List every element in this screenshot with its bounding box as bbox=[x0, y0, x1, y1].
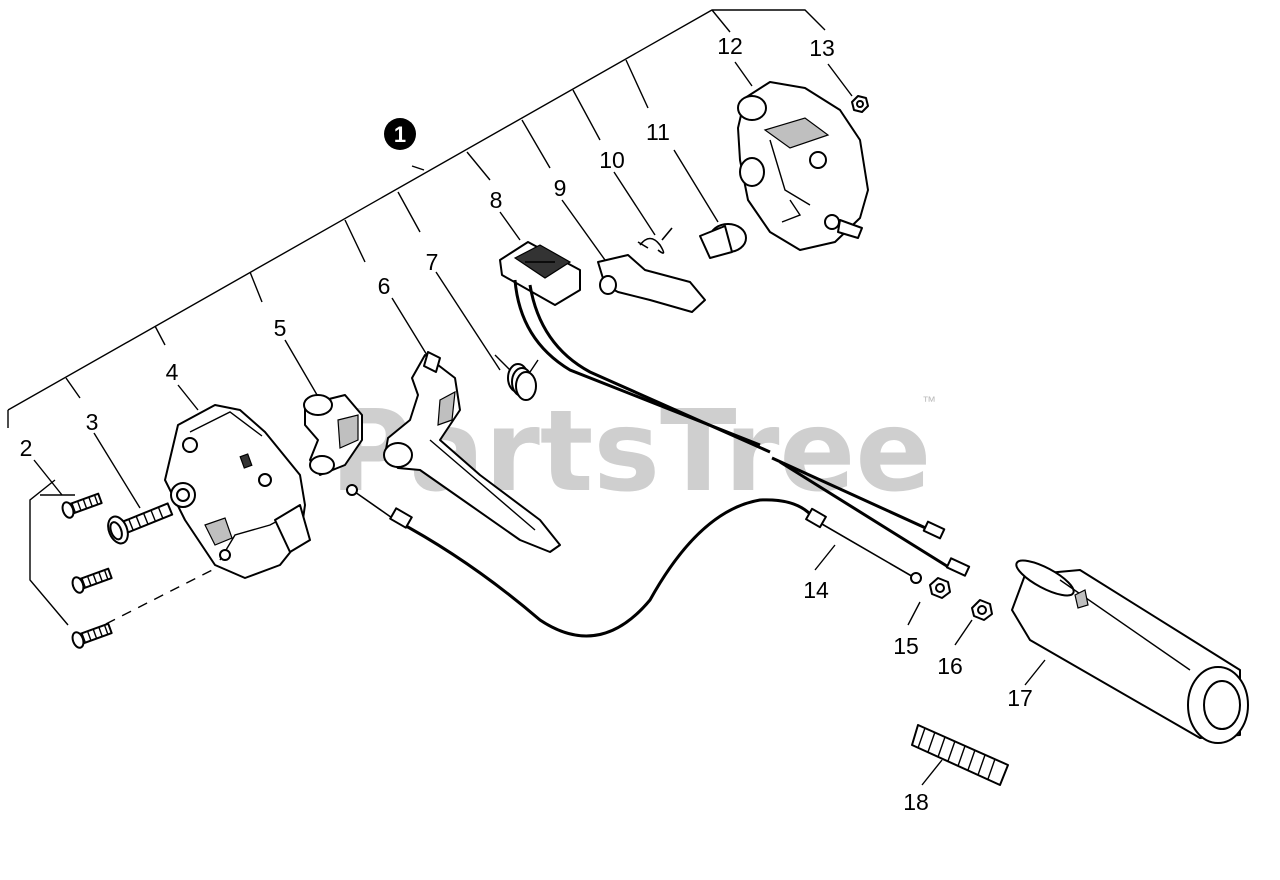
spring-part-7 bbox=[494, 354, 539, 401]
grip-part-17 bbox=[1011, 559, 1249, 744]
spring-part-18 bbox=[911, 724, 1009, 786]
callout-17: 17 bbox=[1007, 685, 1033, 711]
callout-14: 14 bbox=[803, 577, 829, 603]
switch-wires bbox=[513, 279, 971, 577]
housing-part-12 bbox=[737, 81, 869, 251]
knob-part-11 bbox=[699, 223, 747, 259]
callout-7: 7 bbox=[426, 249, 439, 275]
callout-4: 4 bbox=[166, 359, 179, 385]
callout-5: 5 bbox=[274, 315, 287, 341]
assembly-marker: 1 bbox=[384, 118, 416, 150]
assembly-marker-label: 1 bbox=[394, 122, 406, 147]
screw-part-2 bbox=[61, 492, 113, 649]
callout-15: 15 bbox=[893, 633, 919, 659]
leader-lines bbox=[33, 61, 1046, 786]
nut-part-15 bbox=[929, 577, 951, 599]
callout-16: 16 bbox=[937, 653, 963, 679]
watermark-trademark: ™ bbox=[922, 393, 936, 409]
nut-part-13 bbox=[851, 95, 869, 113]
callout-13: 13 bbox=[809, 35, 835, 61]
callout-3: 3 bbox=[86, 409, 99, 435]
callout-2: 2 bbox=[20, 435, 33, 461]
switch-part-8 bbox=[499, 241, 581, 306]
callout-9: 9 bbox=[554, 175, 567, 201]
assembly-bracket bbox=[7, 9, 826, 428]
callout-8: 8 bbox=[490, 187, 503, 213]
callout-6: 6 bbox=[378, 273, 391, 299]
spring-part-10 bbox=[637, 227, 673, 254]
trigger-part-6 bbox=[383, 351, 561, 553]
screw-bracket bbox=[29, 479, 69, 626]
callout-11: 11 bbox=[646, 119, 670, 145]
collar-part-5 bbox=[303, 394, 363, 476]
cable-part-14 bbox=[346, 484, 922, 638]
callout-12: 12 bbox=[717, 33, 743, 59]
lever-part-9 bbox=[597, 254, 706, 313]
callout-10: 10 bbox=[599, 147, 625, 173]
bolt-part-3 bbox=[107, 502, 174, 545]
callout-18: 18 bbox=[903, 789, 929, 815]
nut-part-16 bbox=[971, 599, 993, 621]
housing-part-4 bbox=[164, 404, 311, 579]
